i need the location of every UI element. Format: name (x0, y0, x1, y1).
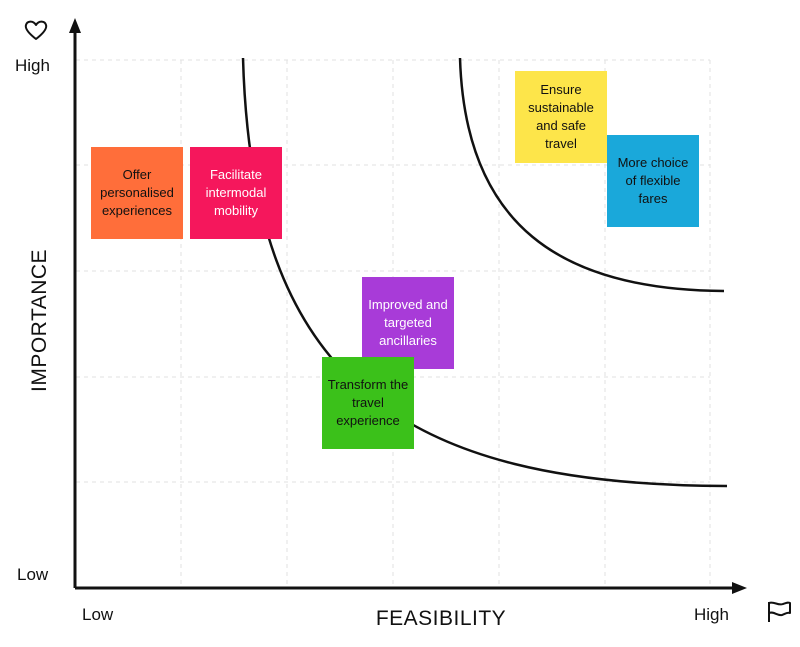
grid (76, 59, 711, 588)
y-axis-arrowhead (69, 18, 81, 33)
x-axis-high-label: High (694, 605, 729, 624)
x-axis-arrowhead (732, 582, 747, 594)
x-axis-low-label: Low (82, 605, 114, 624)
sticky-note-facilitate-intermodal-mobility[interactable]: Facilitate intermodal mobility (190, 147, 282, 239)
threshold-curve-outer (458, 57, 725, 293)
sticky-note-offer-personalised-experiences[interactable]: Offer personalised experiences (91, 147, 183, 239)
threshold-curve-inner (241, 57, 728, 488)
heart-icon (24, 20, 48, 40)
flag-icon (768, 601, 791, 622)
sticky-note-ensure-sustainable-and-safe-travel[interactable]: Ensure sustainable and safe travel (515, 71, 607, 163)
sticky-note-improved-and-targeted-ancillaries[interactable]: Improved and targeted ancillaries (362, 277, 454, 369)
y-axis-low-label: Low (17, 565, 49, 584)
sticky-note-transform-the-travel-experience[interactable]: Transform the travel experience (322, 357, 414, 449)
x-axis-title: FEASIBILITY (375, 607, 507, 630)
sticky-note-more-choice-of-flexible-fares[interactable]: More choice of flexible fares (607, 135, 699, 227)
y-axis-title: IMPORTANCE (28, 248, 51, 392)
y-axis-high-label: High (15, 56, 50, 75)
